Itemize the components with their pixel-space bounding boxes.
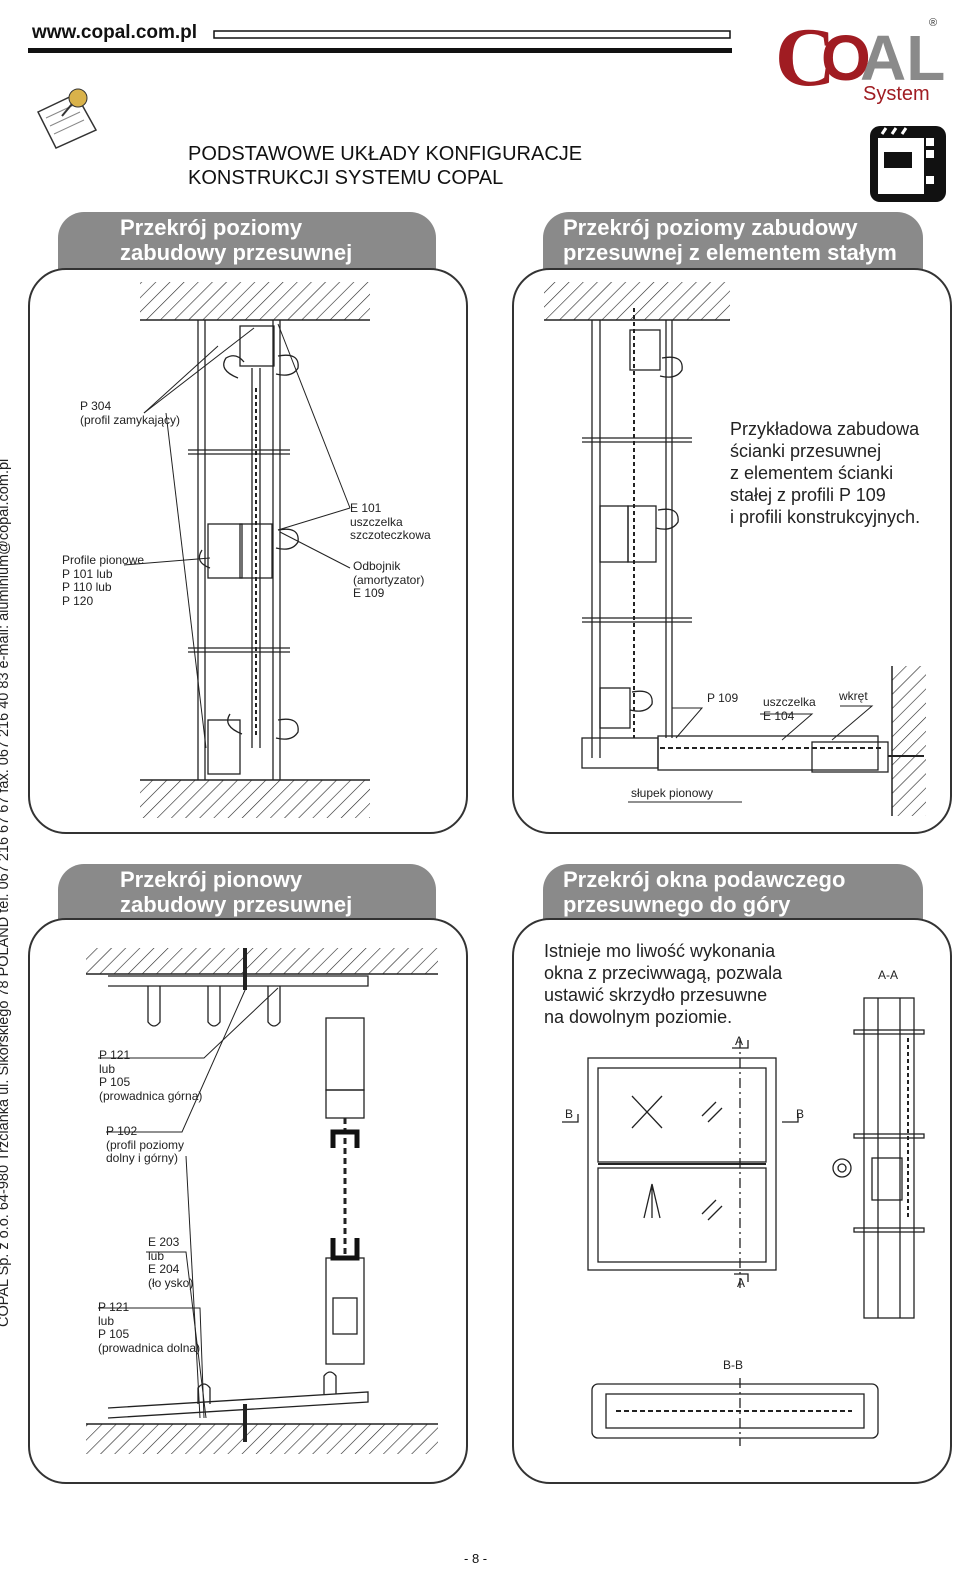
vertical-section-drawing <box>86 948 438 1454</box>
page-number: - 8 - <box>464 1551 488 1566</box>
label-bb: B-B <box>723 1358 744 1372</box>
copal-logo: C O AL System ® <box>775 0 945 105</box>
panel-vertical-section <box>28 918 468 1484</box>
svg-text:AL: AL <box>860 22 945 94</box>
label-wkret: wkręt <box>839 689 868 703</box>
horizontal-section-drawing <box>123 282 370 818</box>
panel-window-section <box>512 918 952 1484</box>
website-url[interactable]: www.copal.com.pl <box>32 22 198 43</box>
svg-text:C: C <box>775 11 836 104</box>
header-rule <box>28 30 732 53</box>
label-odbojnik: Odbojnik(amortyzator)E 109 <box>353 559 425 600</box>
panel-horizontal-section <box>28 268 468 834</box>
svg-text:System: System <box>863 83 930 105</box>
pushpin-note-icon <box>36 88 98 149</box>
label-b-right: B <box>796 1107 805 1121</box>
company-contact-sidebar: COPAL Sp. z o.o. 64-980 Trzcianka ul. Si… <box>0 458 12 1327</box>
label-p109: P 109 <box>707 691 739 705</box>
label-aa: A-A <box>878 968 899 982</box>
label-a-bottom: A <box>737 1276 746 1290</box>
svg-text:O: O <box>821 22 871 94</box>
panel-horizontal-fixed <box>512 268 952 834</box>
window-section-drawing <box>562 997 925 1446</box>
building-icon <box>870 126 946 202</box>
svg-text:®: ® <box>929 17 937 29</box>
label-a-top: A <box>735 1034 744 1048</box>
label-b-left: B <box>565 1107 574 1121</box>
page-title: PODSTAWOWE UKŁADY KONFIGURACJE KONSTRUKC… <box>188 143 583 189</box>
label-slupek-pionowy: słupek pionowy <box>631 786 714 800</box>
horizontal-fixed-drawing <box>544 282 926 816</box>
label-p304: P 304(profil zamykający) <box>80 399 181 427</box>
